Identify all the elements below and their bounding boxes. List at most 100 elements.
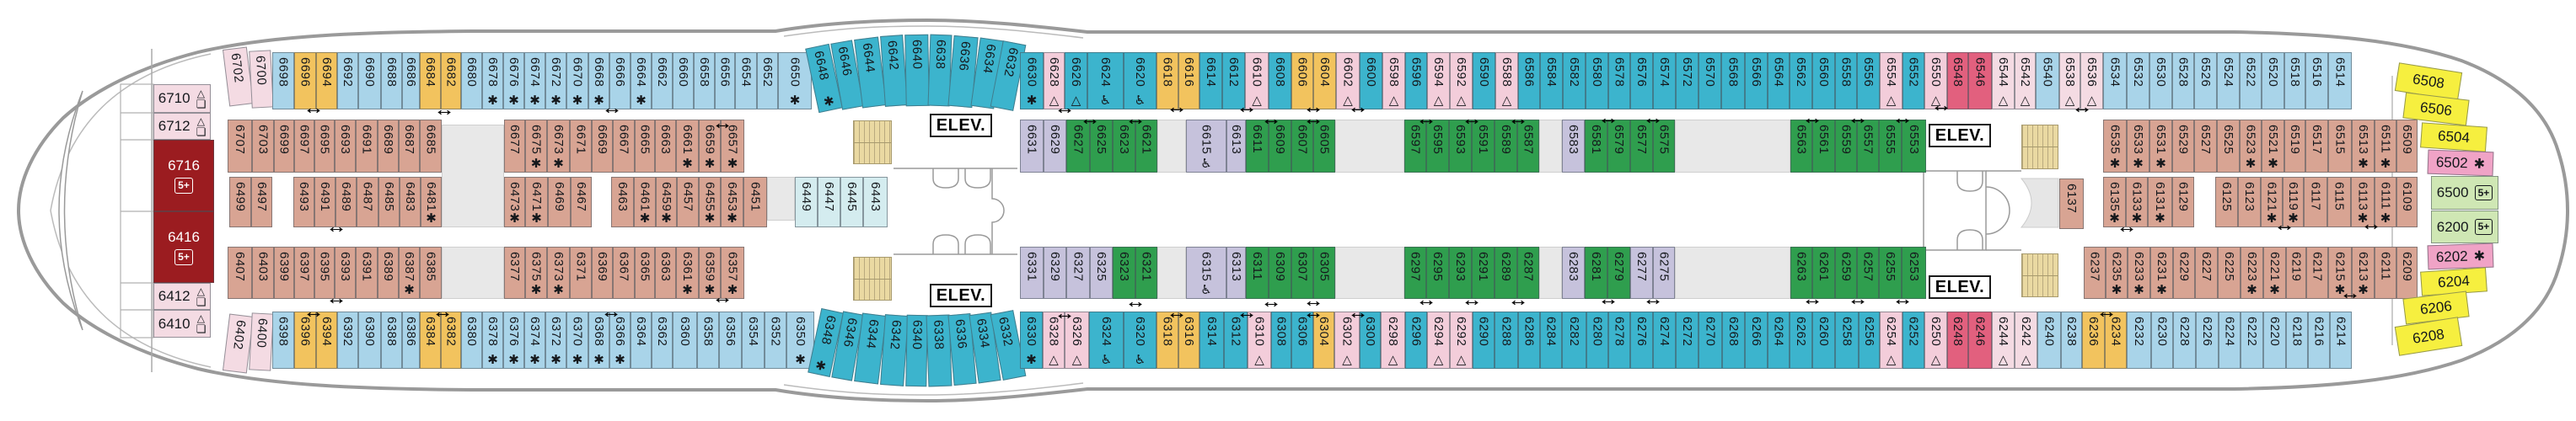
connecting-rooms-arrow-icon: ↔	[1054, 98, 1076, 118]
cabin-symbols: ♿	[1200, 284, 1211, 296]
cabin-6376: 6376✱	[503, 312, 524, 369]
obstructed-view-star-icon: ✱	[550, 93, 561, 108]
cabin-number: 6532	[2131, 57, 2145, 88]
cabin-number: 6449	[799, 182, 813, 212]
cabin-6608: 6608	[1269, 52, 1291, 109]
cabin-number: 6529	[2176, 125, 2191, 155]
cabin-number: 6564	[1771, 57, 1786, 88]
cabin-number: 6284	[1543, 317, 1559, 347]
cabin-6686: 6686	[402, 52, 420, 109]
connecting-rooms-arrow-icon: ↔	[1236, 302, 1258, 322]
cabin-6520: 6520	[2262, 52, 2284, 109]
sofa-bed-triangle-icon: △	[1387, 353, 1398, 367]
cabin-number: 6591	[1476, 125, 1490, 155]
cabin-6278: 6278	[1608, 312, 1630, 369]
cabin-symbols: △	[1342, 354, 1352, 366]
cabin-number: 6270	[1703, 317, 1718, 347]
cabin-6237: 6237	[2084, 247, 2106, 299]
cabin-number: 6609	[1273, 125, 1287, 155]
cabin-symbols: ✱	[2358, 157, 2369, 170]
cabin-number: 6697	[297, 125, 312, 155]
wheelchair-accessible-icon: ♿	[1099, 93, 1112, 108]
cabin-6562: 6562	[1790, 52, 1812, 109]
cabin-number: 6386	[404, 317, 418, 347]
cabin-6538: 6538△	[2059, 52, 2080, 109]
cabin-number: 6447	[822, 182, 836, 212]
obstructed-view-star-icon: ✱	[2246, 283, 2257, 297]
connecting-rooms-arrow-icon: ↔	[1302, 109, 1324, 129]
cabin-symbols: ✱	[2109, 212, 2120, 225]
cabin-6523: 6523✱	[2240, 120, 2262, 173]
cabin-number: 6297	[1408, 252, 1423, 282]
cabin-6284: 6284	[1540, 312, 1562, 369]
cabin-number: 6312	[1228, 317, 1243, 347]
cabin-number: 6687	[402, 125, 416, 155]
connecting-rooms-arrow-icon: ↔	[1507, 290, 1529, 310]
obstructed-view-star-icon: ✱	[682, 157, 693, 171]
cabin-number: 6373	[551, 252, 566, 282]
cabin-6583: 6583	[1562, 120, 1585, 173]
cabin-6574: 6574	[1653, 52, 1676, 109]
connecting-rooms-arrow-icon: ↔	[1801, 289, 1823, 309]
cabin-number: 6610	[1249, 57, 1264, 88]
cabin-number: 6684	[423, 57, 437, 88]
cabin-number: 6630	[1024, 57, 1039, 88]
cabin-number: 6246	[1972, 317, 1988, 347]
cabin-6311: 6311	[1246, 247, 1269, 299]
cabin-symbols: ✱	[531, 212, 542, 225]
connecting-rooms-arrow-icon: ↔	[2116, 216, 2138, 237]
cabin-6373: 6373✱	[547, 247, 570, 299]
cabin-number: 6387	[402, 252, 416, 282]
sofa-bed-triangle-icon: △	[1254, 353, 1264, 367]
cabin-symbols: △	[2087, 94, 2097, 107]
cabin-6231: 6231✱	[2150, 247, 2173, 299]
cabin-6650: 6650✱	[778, 52, 812, 109]
cabin-number: 6133	[2129, 182, 2144, 212]
elevator-label: ELEV.	[930, 284, 992, 307]
cabin-number: 6461	[637, 182, 652, 212]
cabin-6455: 6455✱	[699, 177, 721, 227]
cabin-6582: 6582	[1563, 52, 1586, 109]
cabin-number: 6374	[528, 317, 542, 347]
cabin-symbols: ✱	[2267, 212, 2278, 225]
cabin-symbols: ✱	[593, 94, 604, 107]
cabin-number: 6534	[2107, 57, 2123, 88]
obstructed-view-star-icon: ✱	[2380, 211, 2391, 226]
cabin-6215: 6215✱	[2328, 247, 2352, 299]
cabin-number: 6680	[464, 57, 479, 88]
cabin-number: 6519	[2288, 125, 2302, 155]
connecting-rooms-arrow-icon: ↔	[1260, 109, 1282, 129]
cabin-symbols: ✱	[593, 354, 604, 366]
cabin-number: 6563	[1794, 125, 1809, 155]
cabin-6331: 6331	[1020, 247, 1044, 299]
cabin-6604: 6604	[1313, 52, 1336, 109]
cabin-number: 6395	[317, 252, 332, 282]
cabin-6513: 6513✱	[2352, 120, 2375, 173]
bump-deck-line-top	[783, 25, 1084, 39]
obstructed-view-star-icon: ✱	[1026, 353, 1037, 367]
cabin-number: 6378	[486, 317, 500, 347]
cabin-6240: 6240	[2037, 312, 2061, 369]
cabin-6121: 6121✱	[2261, 177, 2283, 227]
cabin-6369: 6369	[592, 247, 613, 299]
sofa-bed-triangle-icon: △	[2086, 93, 2097, 108]
cabin-number: 6252	[1906, 317, 1921, 347]
cabin-number: 6606	[1295, 57, 1310, 88]
obstructed-view-star-icon: ✱	[2266, 211, 2278, 226]
cabin-number: 6580	[1590, 57, 1604, 88]
cabin-number: 6445	[845, 182, 859, 212]
cabin-6412: 6412△❏	[153, 283, 211, 310]
cabin-6688: 6688	[381, 52, 402, 109]
cabin-number: 6222	[2245, 317, 2259, 347]
cabin-number: 6412	[158, 288, 191, 304]
cabin-6534: 6534	[2103, 52, 2127, 109]
cabin-6326: 6326△	[1065, 312, 1089, 369]
cabin-symbols: △	[1049, 354, 1059, 366]
cabin-6308: 6308	[1271, 312, 1291, 369]
connecting-rooms-arrow-icon: ↔	[1892, 289, 1913, 309]
cabin-6244: 6244△	[1992, 312, 2015, 369]
cabin-number: 6213	[2356, 252, 2370, 282]
obstructed-view-star-icon: ✱	[639, 211, 651, 226]
wheelchair-accessible-icon: ♿	[1134, 93, 1146, 108]
